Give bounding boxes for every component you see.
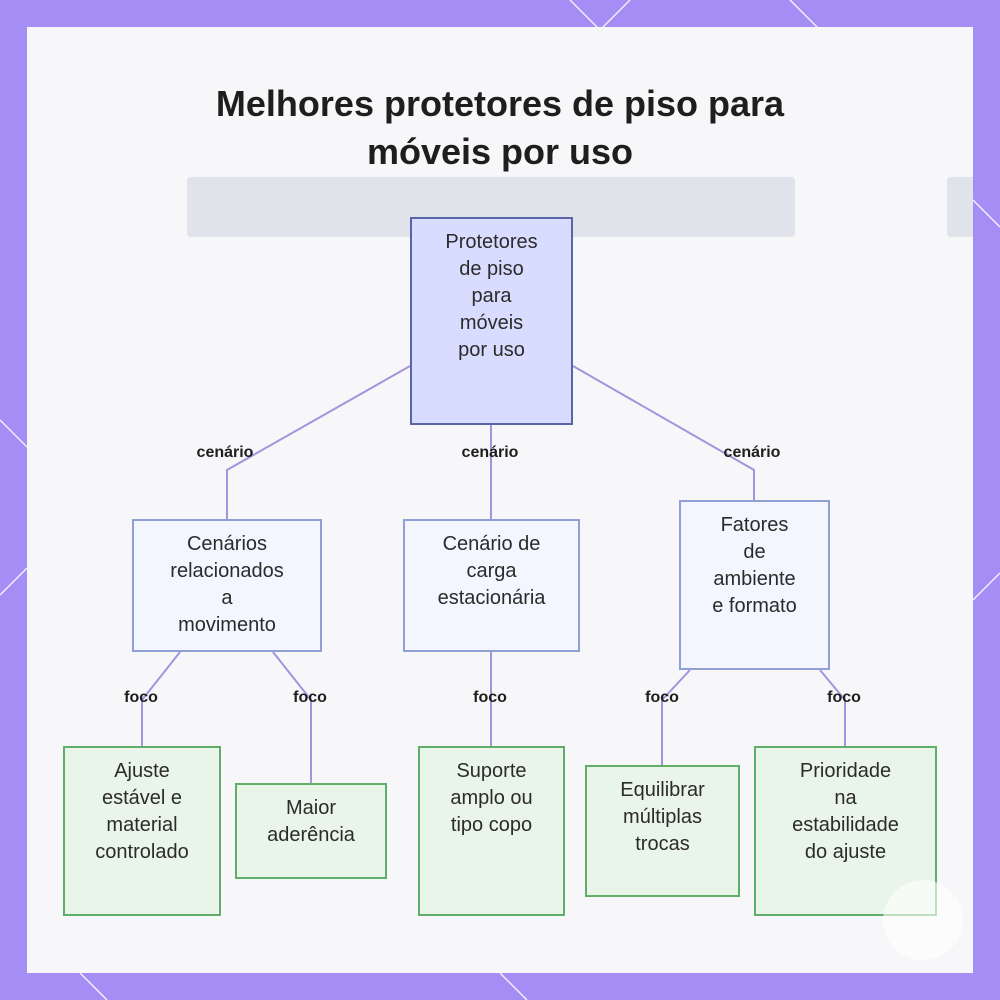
edge-label-foco-5: foco (827, 689, 861, 706)
node-ambiente: Fatores de ambiente e formato (679, 500, 830, 670)
node-equilibrar: Equilibrar múltiplas trocas (585, 765, 740, 897)
edge-ambiente-prioridade (819, 669, 846, 746)
node-movimento-text: Cenários relacionados a movimento (170, 533, 284, 636)
node-movimento: Cenários relacionados a movimento (132, 519, 322, 652)
edge-label-foco-1: foco (124, 689, 158, 706)
node-equilibrar-text: Equilibrar múltiplas trocas (620, 779, 705, 855)
node-root: Protetores de piso para móveis por uso (410, 217, 573, 425)
edge-label-cenario-1: cenário (196, 444, 254, 461)
node-aderencia-text: Maior aderência (267, 797, 355, 846)
node-ambiente-text: Fatores de ambiente e formato (712, 514, 797, 617)
page-title-line-1: Melhores protetores de piso para (215, 83, 785, 124)
node-root-text: Protetores de piso para móveis por uso (445, 231, 538, 361)
node-aderencia: Maior aderência (235, 783, 387, 879)
edge-label-foco-2: foco (293, 689, 327, 706)
edge-label-foco-3: foco (473, 689, 507, 706)
node-ajuste: Ajuste estável e material controlado (63, 746, 221, 916)
corner-badge (883, 880, 963, 960)
node-estacionaria: Cenário de carga estacionária (403, 519, 580, 652)
edge-ambiente-equilibrar (661, 669, 691, 765)
edge-label-cenario-3: cenário (723, 444, 781, 461)
background-banner-right (947, 177, 973, 237)
edge-root-movimento (226, 365, 411, 519)
edge-label-cenario-2: cenário (461, 444, 519, 461)
page-title: Melhores protetores de piso para móveis … (0, 80, 1000, 176)
node-suporte-text: Suporte amplo ou tipo copo (450, 760, 533, 836)
node-suporte: Suporte amplo ou tipo copo (418, 746, 565, 916)
edge-label-foco-4: foco (645, 689, 679, 706)
node-estacionaria-text: Cenário de carga estacionária (437, 533, 546, 609)
page-title-line-2: móveis por uso (366, 131, 634, 172)
edge-movimento-ajuste (141, 651, 181, 746)
node-ajuste-text: Ajuste estável e material controlado (95, 760, 189, 863)
node-prioridade-text: Prioridade na estabilidade do ajuste (792, 760, 899, 863)
edge-root-ambiente (572, 365, 755, 500)
edge-movimento-aderencia (272, 651, 312, 783)
